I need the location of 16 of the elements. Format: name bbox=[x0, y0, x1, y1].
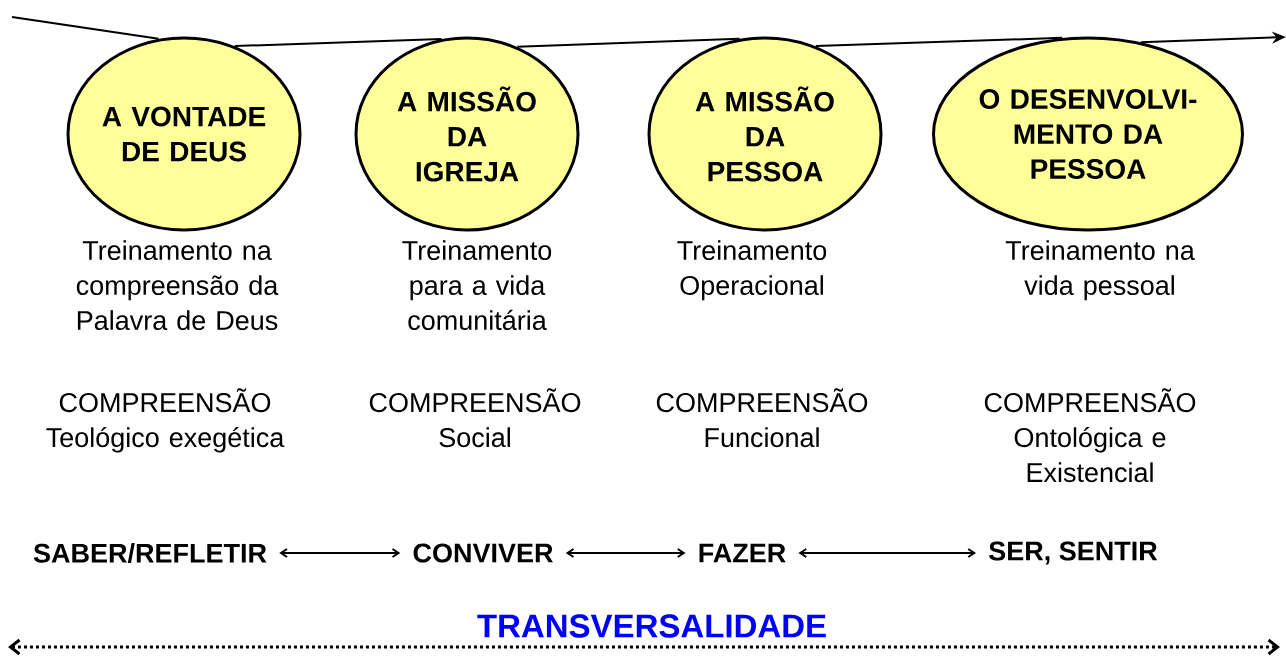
connector-arrow bbox=[279, 548, 401, 558]
description-text: COMPREENSÃO Funcional bbox=[656, 388, 868, 448]
activity-label: FAZER bbox=[699, 543, 786, 563]
description-text: COMPREENSÃO Social bbox=[369, 388, 581, 448]
connector-arrow bbox=[565, 548, 686, 558]
connector-arrow bbox=[798, 548, 977, 558]
description-text: Treinamento para a vida comunitária bbox=[402, 240, 552, 331]
description-text: Treinamento Operacional bbox=[677, 240, 827, 301]
description-text: COMPREENSÃO Ontológica e Existencial bbox=[984, 388, 1196, 483]
description-text: Treinamento na compreensão da Palavra de Deus bbox=[76, 240, 279, 331]
description-text: COMPREENSÃO Teológico exegética bbox=[46, 388, 285, 453]
heading-text: TRANSVERSALIDADE bbox=[477, 614, 826, 638]
activity-label: SER, SENTIR bbox=[989, 541, 1158, 565]
activity-label: SABER/REFLETIR bbox=[33, 542, 267, 564]
description-text: Treinamento na vida pessoal bbox=[1005, 240, 1195, 301]
activity-label: CONVIVER bbox=[413, 543, 553, 563]
